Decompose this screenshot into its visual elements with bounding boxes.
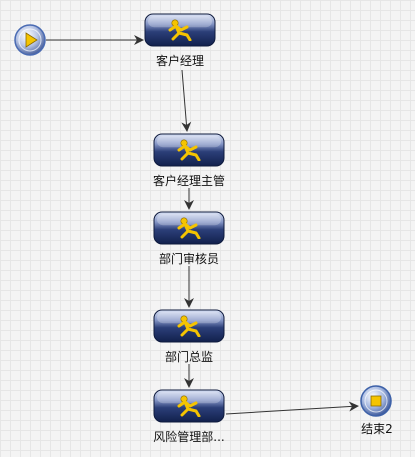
edge-6 <box>225 401 359 415</box>
task-label-2: 客户经理主管 <box>152 174 226 188</box>
task-node-3[interactable] <box>153 211 225 245</box>
stop-icon <box>370 395 382 407</box>
end-label: 结束2 <box>361 422 393 436</box>
task-label-4: 部门总监 <box>164 350 214 364</box>
start-node[interactable] <box>14 24 46 56</box>
end-node[interactable] <box>360 385 392 417</box>
task-node-1[interactable] <box>144 13 216 47</box>
task-node-2[interactable] <box>153 133 225 167</box>
task-label-3: 部门审核员 <box>158 252 220 266</box>
task-label-5: 风险管理部... <box>153 430 225 444</box>
task-node-4[interactable] <box>153 309 225 343</box>
task-label-1: 客户经理 <box>155 54 205 68</box>
edge-2 <box>181 69 192 132</box>
play-icon <box>25 32 38 48</box>
workflow-edges <box>46 35 359 415</box>
task-node-5[interactable] <box>153 389 225 423</box>
